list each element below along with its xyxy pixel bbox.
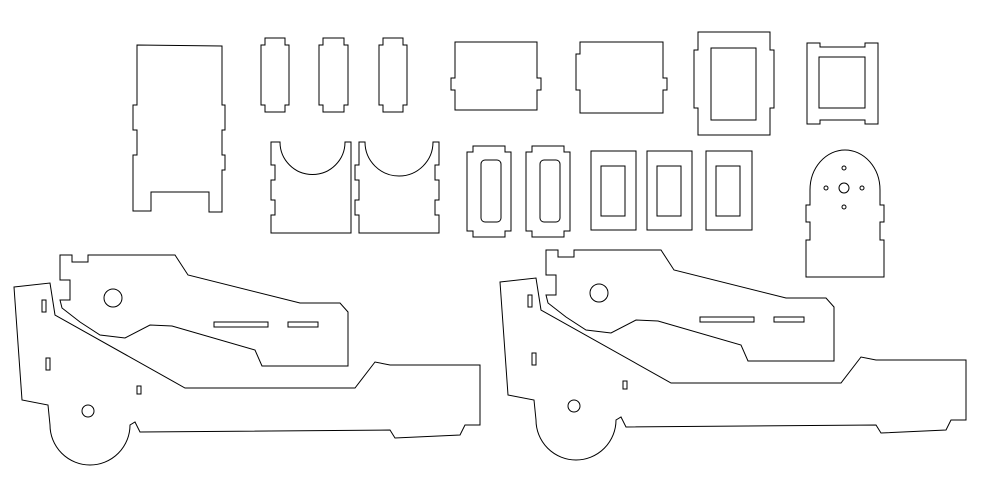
slot-frame-1 [466,145,512,238]
slot-frame-2 [525,145,571,238]
small-panel-3 [378,37,408,113]
frame-large [693,31,775,136]
frame-square [806,42,879,125]
arm-assembly-right [499,249,967,461]
tall-panel [132,44,226,213]
wide-panel-2 [575,41,668,114]
arm-assembly-left [13,254,481,466]
wide-panel-1 [450,41,542,111]
dome-panel [805,149,885,278]
cup-panel-2 [354,141,440,234]
slot-frame-5 [705,150,753,231]
cup-panel-1 [270,141,352,234]
slot-frame-3 [590,150,637,231]
small-panel-2 [318,37,349,113]
slot-frame-4 [646,150,693,231]
small-panel-1 [260,37,290,113]
